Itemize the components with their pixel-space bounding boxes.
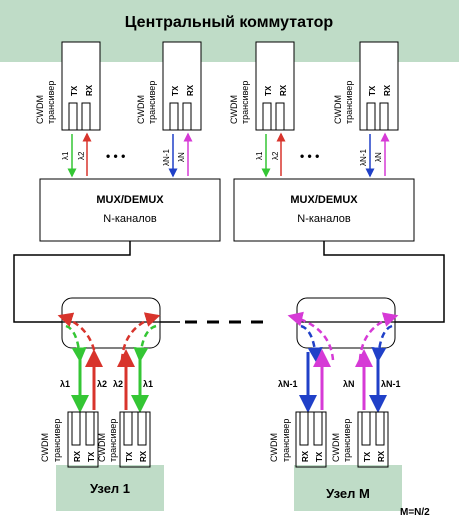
rx-label: RX <box>186 84 195 96</box>
transceiver-top-1-line1: CWDM <box>35 95 45 124</box>
transceiver-bottom-3-line1: CWDM <box>269 433 279 462</box>
transceiver-bottom-2: TX RX <box>119 411 151 468</box>
ellipsis-right: • • • <box>300 149 319 163</box>
tx-label: TX <box>125 451 134 462</box>
lambda-top-1: λ1 <box>61 151 70 160</box>
lambda-bottom-6: λN <box>343 379 355 389</box>
node-m <box>294 465 402 511</box>
lambda-bottom-1: λ1 <box>60 379 70 389</box>
transceiver-bottom-4: TX RX <box>357 411 389 468</box>
ellipsis-left: • • • <box>106 149 125 163</box>
mux-left: MUX/DEMUX N-каналов <box>39 178 221 242</box>
lambda-bottom-8: λN-1 <box>381 379 401 389</box>
transceiver-bottom-1-line2: трансивер <box>52 419 62 462</box>
lambda-top-6: λ2 <box>271 151 280 160</box>
lambda-bottom-4: λ1 <box>143 379 153 389</box>
transceiver-bottom-3: RX TX <box>295 411 327 468</box>
transceiver-top-4: TX RX <box>359 41 399 131</box>
fiber-left <box>13 241 131 323</box>
tx-label: TX <box>171 85 180 96</box>
transceiver-top-2-line2: трансивер <box>147 81 157 124</box>
node-1 <box>56 465 164 511</box>
lambda-top-8: λN <box>374 152 383 162</box>
rx-label: RX <box>279 84 288 96</box>
transceiver-bottom-4-line1: CWDM <box>331 433 341 462</box>
transceiver-bottom-3-line2: трансивер <box>281 419 291 462</box>
node-1-label: Узел 1 <box>90 481 130 496</box>
rx-label: RX <box>85 84 94 96</box>
rx-label: RX <box>139 450 148 462</box>
rx-label: RX <box>73 450 82 462</box>
tx-label: TX <box>264 85 273 96</box>
transceiver-top-4-line1: CWDM <box>333 95 343 124</box>
transceiver-top-2-line1: CWDM <box>136 95 146 124</box>
transceiver-top-2: TX RX <box>162 41 202 131</box>
rx-label: RX <box>383 84 392 96</box>
note-m-equals: M=N/2 <box>400 507 430 518</box>
mux-left-title: MUX/DEMUX <box>96 194 164 206</box>
tx-label: TX <box>368 85 377 96</box>
transceiver-bottom-1: RX TX <box>67 411 99 468</box>
transceiver-bottom-1-line1: CWDM <box>40 433 50 462</box>
tx-label: TX <box>363 451 372 462</box>
transceiver-bottom-2-line2: трансивер <box>108 419 118 462</box>
transceiver-bottom-4-line2: трансивер <box>342 419 352 462</box>
lambda-bottom-3: λ2 <box>113 379 123 389</box>
rx-label: RX <box>377 450 386 462</box>
mux-right-title: MUX/DEMUX <box>290 194 358 206</box>
lambda-top-2: λ2 <box>77 151 86 160</box>
tx-label: TX <box>87 451 96 462</box>
transceiver-top-3: TX RX <box>255 41 295 131</box>
central-switch-title: Центральный коммутатор <box>125 14 334 31</box>
lambda-bottom-5: λN-1 <box>278 379 298 389</box>
rx-label: RX <box>301 450 310 462</box>
lambda-top-7: λN-1 <box>359 149 368 166</box>
transceiver-top-1-line2: трансивер <box>46 81 56 124</box>
oadm-right-mag-1 <box>287 311 335 361</box>
transceiver-top-3-line2: трансивер <box>240 81 250 124</box>
node-m-label: Узел M <box>326 486 370 501</box>
fiber-right <box>323 241 445 323</box>
mux-right: MUX/DEMUX N-каналов <box>233 178 415 242</box>
tx-label: TX <box>70 85 79 96</box>
tx-label: TX <box>315 451 324 462</box>
lambda-bottom-2: λ2 <box>97 379 107 389</box>
transceiver-top-3-line1: CWDM <box>229 95 239 124</box>
lambda-top-3: λN-1 <box>162 149 171 166</box>
transceiver-top-4-line2: трансивер <box>344 81 354 124</box>
lambda-top-4: λN <box>177 152 186 162</box>
transceiver-bottom-2-line1: CWDM <box>97 433 107 462</box>
mux-right-subtitle: N-каналов <box>297 213 351 225</box>
lambda-top-5: λ1 <box>255 151 264 160</box>
transceiver-top-1: TX RX <box>61 41 101 131</box>
mux-left-subtitle: N-каналов <box>103 213 157 225</box>
